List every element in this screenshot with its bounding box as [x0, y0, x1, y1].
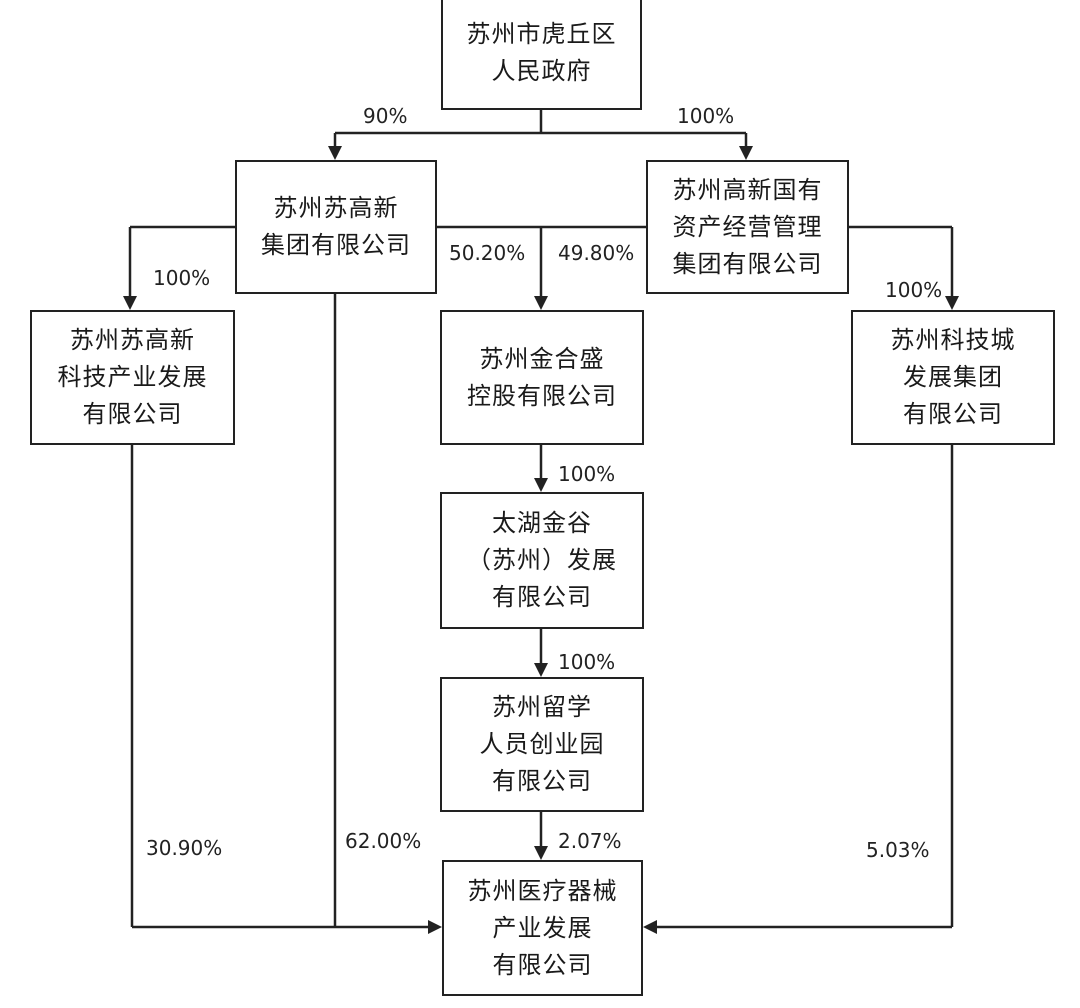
arrow-guoyou-to-kejicheng: [945, 296, 959, 310]
arrow-right-to-yiliao: [643, 920, 657, 934]
node-gaoxin-guoyou-label: 苏州高新国有 资产经营管理 集团有限公司: [672, 175, 823, 278]
pct-guoyou-to-jinhesheng: 49.80%: [558, 241, 635, 265]
pct-jinhesheng-to-taihu: 100%: [558, 462, 616, 486]
pct-gov-to-guoyou: 100%: [677, 104, 735, 128]
node-su-gaoxin: 苏州苏高新 集团有限公司: [235, 160, 437, 294]
arrow-liuxue-to-yiliao: [534, 846, 548, 860]
node-yiliao-qixie-label: 苏州医疗器械 产业发展 有限公司: [467, 876, 618, 979]
pct-sugaoxin-to-jinhesheng: 50.20%: [449, 241, 526, 265]
arrow-left-to-yiliao: [428, 920, 442, 934]
pct-taihu-to-liuxue: 100%: [558, 650, 616, 674]
node-su-gaoxin-keji-label: 苏州苏高新 科技产业发展 有限公司: [57, 326, 208, 428]
node-gaoxin-guoyou: 苏州高新国有 资产经营管理 集团有限公司: [646, 160, 849, 294]
pct-gov-to-sugaoxin: 90%: [363, 104, 408, 128]
node-liuxue-yuan: 苏州留学 人员创业园 有限公司: [440, 677, 644, 812]
node-keji-cheng-label: 苏州科技城 发展集团 有限公司: [890, 326, 1016, 428]
arrow-gov-to-guoyou: [739, 146, 753, 160]
node-taihu-jingu: 太湖金谷 （苏州）发展 有限公司: [440, 492, 644, 629]
pct-liuxue-to-yiliao: 2.07%: [558, 829, 622, 853]
node-yiliao-qixie: 苏州医疗器械 产业发展 有限公司: [442, 860, 643, 996]
node-taihu-jingu-label: 太湖金谷 （苏州）发展 有限公司: [467, 509, 617, 611]
arrow-gov-to-sugaoxin: [328, 146, 342, 160]
node-liuxue-yuan-label: 苏州留学 人员创业园 有限公司: [479, 693, 605, 795]
pct-sugaoxin-to-keji: 100%: [153, 266, 211, 290]
pct-guoyou-to-kejicheng: 100%: [885, 278, 943, 302]
node-keji-cheng: 苏州科技城 发展集团 有限公司: [851, 310, 1055, 445]
node-jinhesheng: 苏州金合盛 控股有限公司: [440, 310, 644, 445]
pct-keji-to-yiliao: 30.90%: [146, 836, 223, 860]
pct-kejicheng-to-yiliao: 5.03%: [866, 838, 930, 862]
node-huqiu-gov: 苏州市虎丘区 人民政府: [441, 0, 642, 110]
pct-sugaoxin-to-yiliao: 62.00%: [345, 829, 422, 853]
node-huqiu-gov-label: 苏州市虎丘区 人民政府: [466, 20, 617, 85]
arrow-taihu-to-liuxue: [534, 663, 548, 677]
node-su-gaoxin-keji: 苏州苏高新 科技产业发展 有限公司: [30, 310, 235, 445]
node-su-gaoxin-label: 苏州苏高新 集团有限公司: [261, 194, 411, 259]
arrow-jinhesheng-to-taihu: [534, 478, 548, 492]
arrow-to-jinhesheng: [534, 296, 548, 310]
node-jinhesheng-label: 苏州金合盛 控股有限公司: [467, 344, 617, 410]
arrow-sugaoxin-to-keji: [123, 296, 137, 310]
